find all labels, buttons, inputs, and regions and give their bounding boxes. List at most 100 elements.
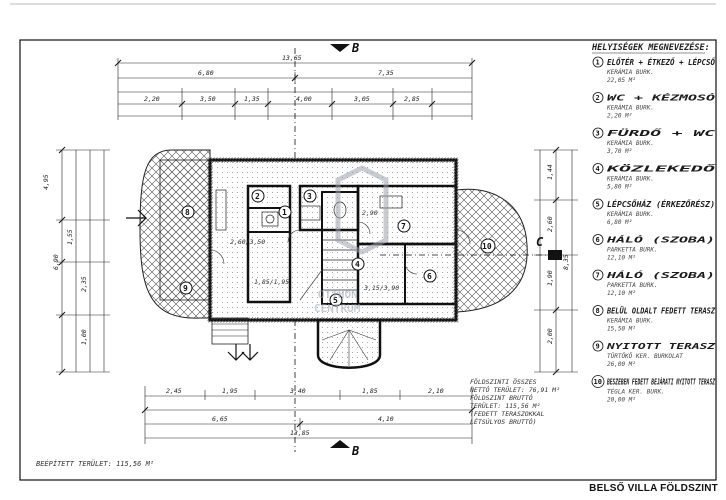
- dim-top-3: 1,35: [244, 95, 260, 103]
- watermark: OTTHON CENTRUM: [314, 165, 389, 315]
- legend-item-area: 26,00 M²: [607, 361, 636, 368]
- room-marker-2: 2: [255, 192, 260, 201]
- legend-item-number: 8: [596, 307, 600, 315]
- section-mark-side: C: [536, 235, 544, 249]
- area-note: FÖLDSZINTI ÖSSZES NETTÓ TERÜLET: 76,91 M…: [469, 377, 560, 426]
- dim-bottom-2: 1,95: [222, 387, 238, 395]
- dim-top-4: 4,00: [296, 95, 312, 103]
- area-note-line-3: FÖLDSZINT BRUTTÓ: [470, 393, 533, 402]
- room-markers: 1 2 3 4 5 6 7 8 9 10: [179, 189, 496, 307]
- legend-item-finish: TÜRTŐKŐ KER. BURKOLAT: [607, 353, 683, 360]
- plan-caption: BELSŐ VILLA FÖLDSZINT: [589, 483, 718, 494]
- dim-left-4: 1,00: [80, 329, 88, 345]
- section-lines: [294, 48, 560, 452]
- entrance-arrows: [126, 209, 259, 361]
- steps-left-treads: [212, 323, 248, 337]
- dim-left-1: 4,95: [42, 174, 50, 190]
- legend-item-area: 12,10 M²: [607, 290, 636, 297]
- legend-item-marker: [592, 305, 604, 316]
- room-marker-7: 7: [401, 222, 406, 231]
- room-marker-4: 4: [355, 260, 360, 269]
- legend-item-finish: KERÁMIA BURK.: [606, 176, 654, 183]
- legend-item-area: 15,50 M²: [607, 326, 636, 333]
- dim-left-3: 2,35: [80, 276, 88, 292]
- legend-item-marker: [592, 198, 604, 210]
- legend-item-finish: PARKETTA BURK.: [607, 282, 658, 289]
- legend-item-area: 3,70 M²: [606, 148, 632, 155]
- legend-item-finish: TÉGLA KER. BURK.: [607, 388, 665, 396]
- dim-bottom-right: 4,10: [378, 415, 394, 423]
- legend-item-area: 22,05 M²: [607, 77, 636, 84]
- dim-bottom-5: 2,10: [428, 387, 444, 395]
- room-marker-9: 9: [183, 284, 188, 293]
- legend-item-name: BELÜL OLDALT FEDETT TERASZ: [606, 307, 715, 316]
- legend-item-marker: [592, 269, 604, 281]
- legend-item-finish: KERÁMIA BURK.: [606, 318, 654, 325]
- area-note-line-1: FÖLDSZINTI ÖSSZES: [470, 377, 537, 386]
- dim-right-4: 2,00: [546, 328, 554, 344]
- dim-left-2: 1,55: [66, 229, 74, 245]
- legend-item-name: NYITOTT TERASZ: [605, 342, 716, 351]
- room-legend: HELYISÉGEK MEGNEVEZÉSE:: [591, 41, 710, 54]
- drawing-frame: [19, 39, 717, 481]
- legend-item-number: 3: [596, 130, 600, 138]
- dim-left-span: 6,80: [198, 69, 214, 77]
- legend-item-area: 6,80 M²: [607, 219, 632, 226]
- legend-item-area: 2,20 M²: [607, 113, 632, 120]
- room-dim-3: 3,15/3,90: [363, 284, 399, 292]
- dim-bottom-1: 2,45: [166, 387, 182, 395]
- legend-item-number: 9: [596, 343, 600, 351]
- room-marker-3: 3: [307, 192, 312, 201]
- dim-right-1: 1,44: [546, 164, 554, 180]
- room-dim-1: 1,85/1,95: [254, 278, 289, 286]
- legend-item-marker: [592, 340, 604, 352]
- built-area-note: BEÉPÍTETT TERÜLET: 115,56 M²: [36, 460, 155, 468]
- legend-item-area: 20,00 M²: [607, 397, 636, 404]
- dim-top-6: 2,85: [404, 95, 420, 103]
- legend-item-name: HÁLÓ (SZOBA): [605, 271, 715, 280]
- legend-item-area: 12,10 M²: [607, 255, 636, 262]
- legend-item-marker: [592, 56, 604, 68]
- dim-right-3: 1,90: [546, 270, 554, 286]
- legend-item-finish: KERÁMIA BURK.: [606, 69, 654, 76]
- dim-bottom-4: 1,85: [362, 387, 378, 395]
- area-note-line-2: NETTÓ TERÜLET: 76,91 M²: [469, 385, 560, 394]
- terrace-left-covered: [159, 159, 211, 301]
- dim-top-5: 3,05: [353, 95, 370, 103]
- legend-title: HELYISÉGEK MEGNEVEZÉSE:: [591, 41, 710, 53]
- legend-item-number: 4: [596, 165, 600, 173]
- dim-right-total: 8,35: [562, 254, 570, 270]
- legend-item-name: HÁLÓ (SZOBA): [605, 236, 715, 245]
- legend-item-name: WC + KÉZMOSÓ: [607, 94, 716, 103]
- legend-item-number: 2: [596, 94, 600, 102]
- legend-item-number: 7: [596, 272, 600, 280]
- legend-item-marker: [592, 163, 604, 174]
- watermark-line-1: OTTHON: [318, 288, 358, 301]
- door-swings: [209, 221, 471, 275]
- legend-item-number: 5: [596, 201, 600, 209]
- room-marker-6: 6: [427, 272, 432, 281]
- dim-bottom-3: 3,40: [289, 387, 306, 395]
- area-note-line-4: TERÜLET: 115,56 M²: [470, 401, 541, 410]
- section-mark-top: B: [351, 41, 359, 55]
- watermark-line-2: CENTRUM: [314, 302, 361, 315]
- room-dim-4: 2,90: [362, 209, 378, 217]
- legend-item-number: 10: [594, 378, 602, 386]
- room-marker-1: 1: [282, 208, 287, 217]
- legend-item-finish: KERÁMIA BURK.: [606, 140, 654, 147]
- legend-item-marker: [591, 375, 605, 388]
- legend-item-finish: KERÁMIA BURK.: [606, 211, 654, 218]
- dim-bottom-left: 6,65: [212, 415, 228, 423]
- legend-item-number: 1: [596, 59, 600, 67]
- legend-item-marker: [592, 234, 604, 245]
- legend-item-name: KÖZLEKEDŐ: [604, 165, 716, 174]
- section-mark-bottom: B: [351, 444, 359, 458]
- dimension-lines: [56, 58, 578, 444]
- room-marker-8: 8: [185, 208, 190, 217]
- legend-item-marker: [592, 92, 604, 103]
- legend-item-name: BESZEBEN FEDETT BEJÁRATI NYITOTT TERASZ: [606, 378, 715, 387]
- section-arrows: [330, 44, 562, 448]
- legend-item-area: 5,80 M²: [607, 184, 632, 191]
- area-note-line-5: (FEDETT TERASZOKKAL: [470, 410, 544, 418]
